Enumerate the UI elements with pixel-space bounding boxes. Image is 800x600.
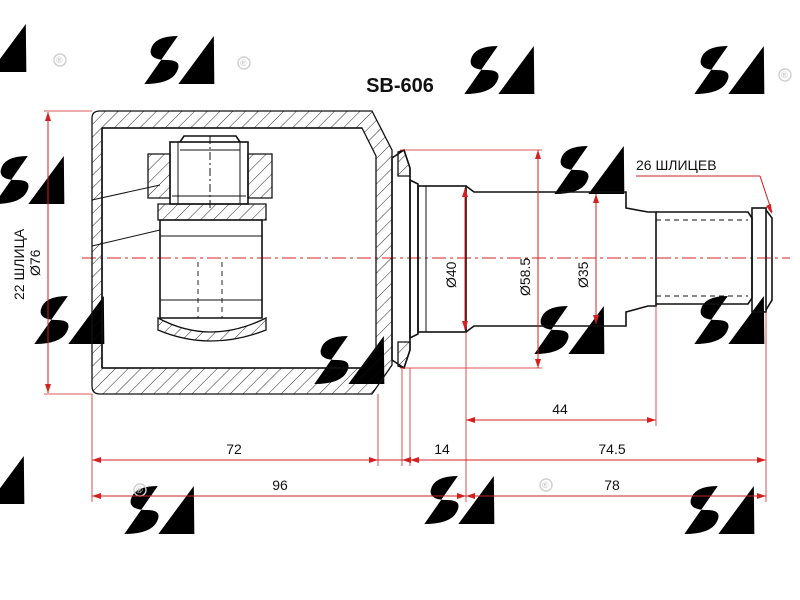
diameter-58-5-label: Ø58.5 [517,258,533,296]
diameter-35-label: Ø35 [575,261,591,288]
dimension-row-2 [92,493,766,499]
registered-mark-icon: ® ® ® ® ® [53,53,792,497]
watermark-logo [678,486,800,534]
watermark-layer: ® ® ® ® ® [0,24,800,534]
dimension-row-1 [92,457,766,463]
output-shaft [417,185,773,333]
watermark-logo [0,456,86,504]
dimension-74-5-value: 74.5 [598,441,625,457]
diameter-dimensions [44,110,599,395]
dimension-44 [466,417,656,423]
part-number-title: SB-606 [366,75,434,97]
collar [391,148,419,370]
dimension-96-value: 96 [272,477,288,493]
watermark-logo [528,306,666,354]
outer-splines-label: 26 ШЛИЦЕВ [636,157,717,173]
extension-lines [91,306,767,502]
dimension-72-value: 72 [226,441,242,457]
dimension-14-value: 14 [434,441,450,457]
watermark-logo [458,46,596,94]
svg-text:®: ® [240,58,247,68]
dimension-78-value: 78 [604,477,620,493]
watermark-logo [418,476,556,524]
diameter-40-label: Ø40 [443,261,459,288]
watermark-logo [138,36,276,84]
outer-splines-leader [636,175,773,214]
svg-text:®: ® [542,480,549,490]
dimension-44-value: 44 [552,401,568,417]
housing-body [91,110,393,395]
inner-splines-label: 22 ШЛИЦА [11,228,27,300]
tripod-roller [147,135,273,342]
housing-diameter-label: Ø76 [27,249,43,276]
svg-text:®: ® [136,485,143,495]
watermark-logo [0,24,88,72]
svg-text:®: ® [781,70,788,80]
svg-text:®: ® [56,55,63,65]
